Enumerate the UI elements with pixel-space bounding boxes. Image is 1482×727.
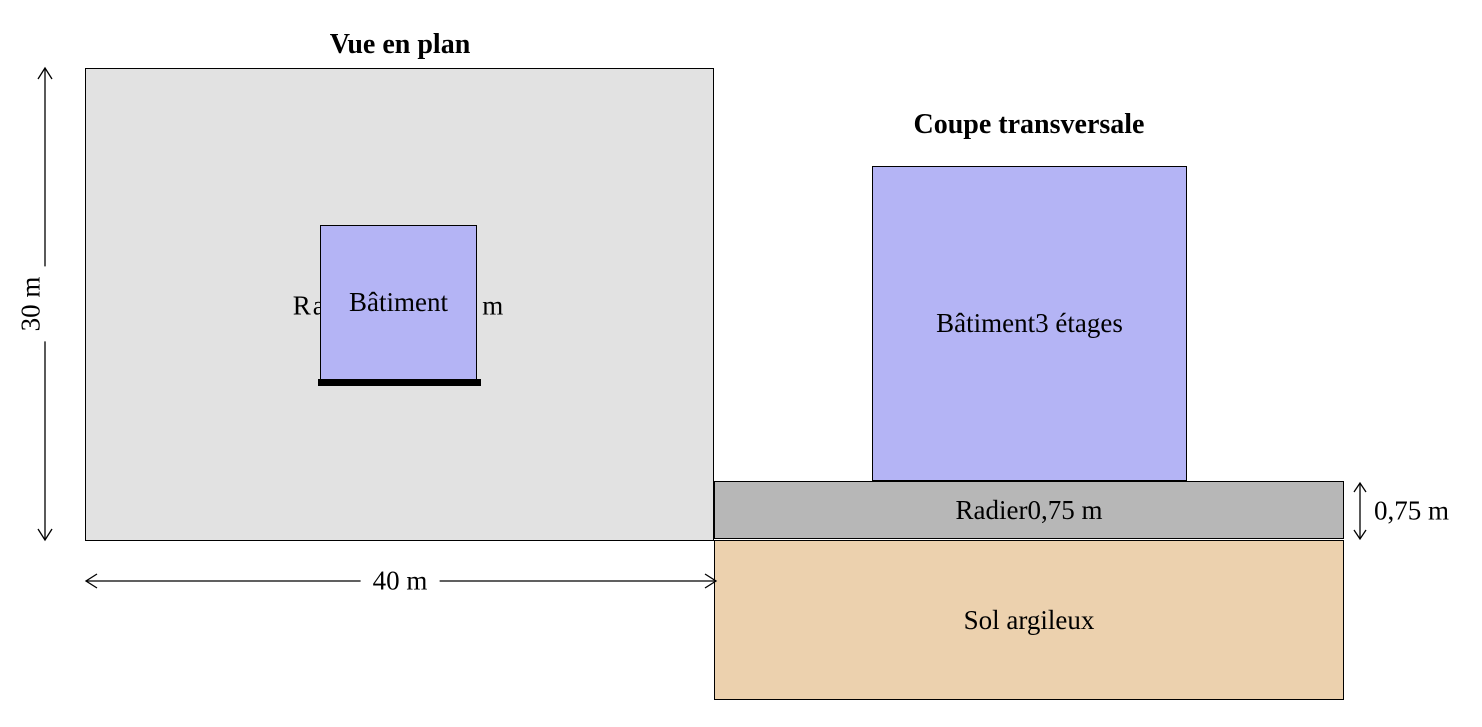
plan-radier-edge-line	[318, 379, 481, 386]
section-soil-label: Sol argileux	[963, 604, 1095, 635]
section-radier-slab: Radier0,75 m	[714, 481, 1344, 539]
plan-title: Vue en plan	[329, 29, 471, 60]
section-radier-label: Radier0,75 m	[955, 494, 1103, 525]
plan-building-footprint: Bâtiment	[320, 225, 477, 380]
plan-building-label: Bâtiment	[349, 287, 448, 317]
section-building: Bâtiment3 étages	[872, 166, 1187, 481]
section-building-label: Bâtiment3 étages	[936, 308, 1123, 338]
section-title: Coupe transversale	[913, 109, 1145, 140]
section-radier-thickness-label: 0,75 m	[1374, 495, 1450, 526]
section-radier-thickness-arrow	[1353, 481, 1367, 541]
section-soil-layer: Sol argileux	[714, 540, 1344, 700]
plan-height-dimension-label: 30 m	[15, 266, 47, 342]
plan-width-dimension-label: 40 m	[360, 565, 440, 597]
